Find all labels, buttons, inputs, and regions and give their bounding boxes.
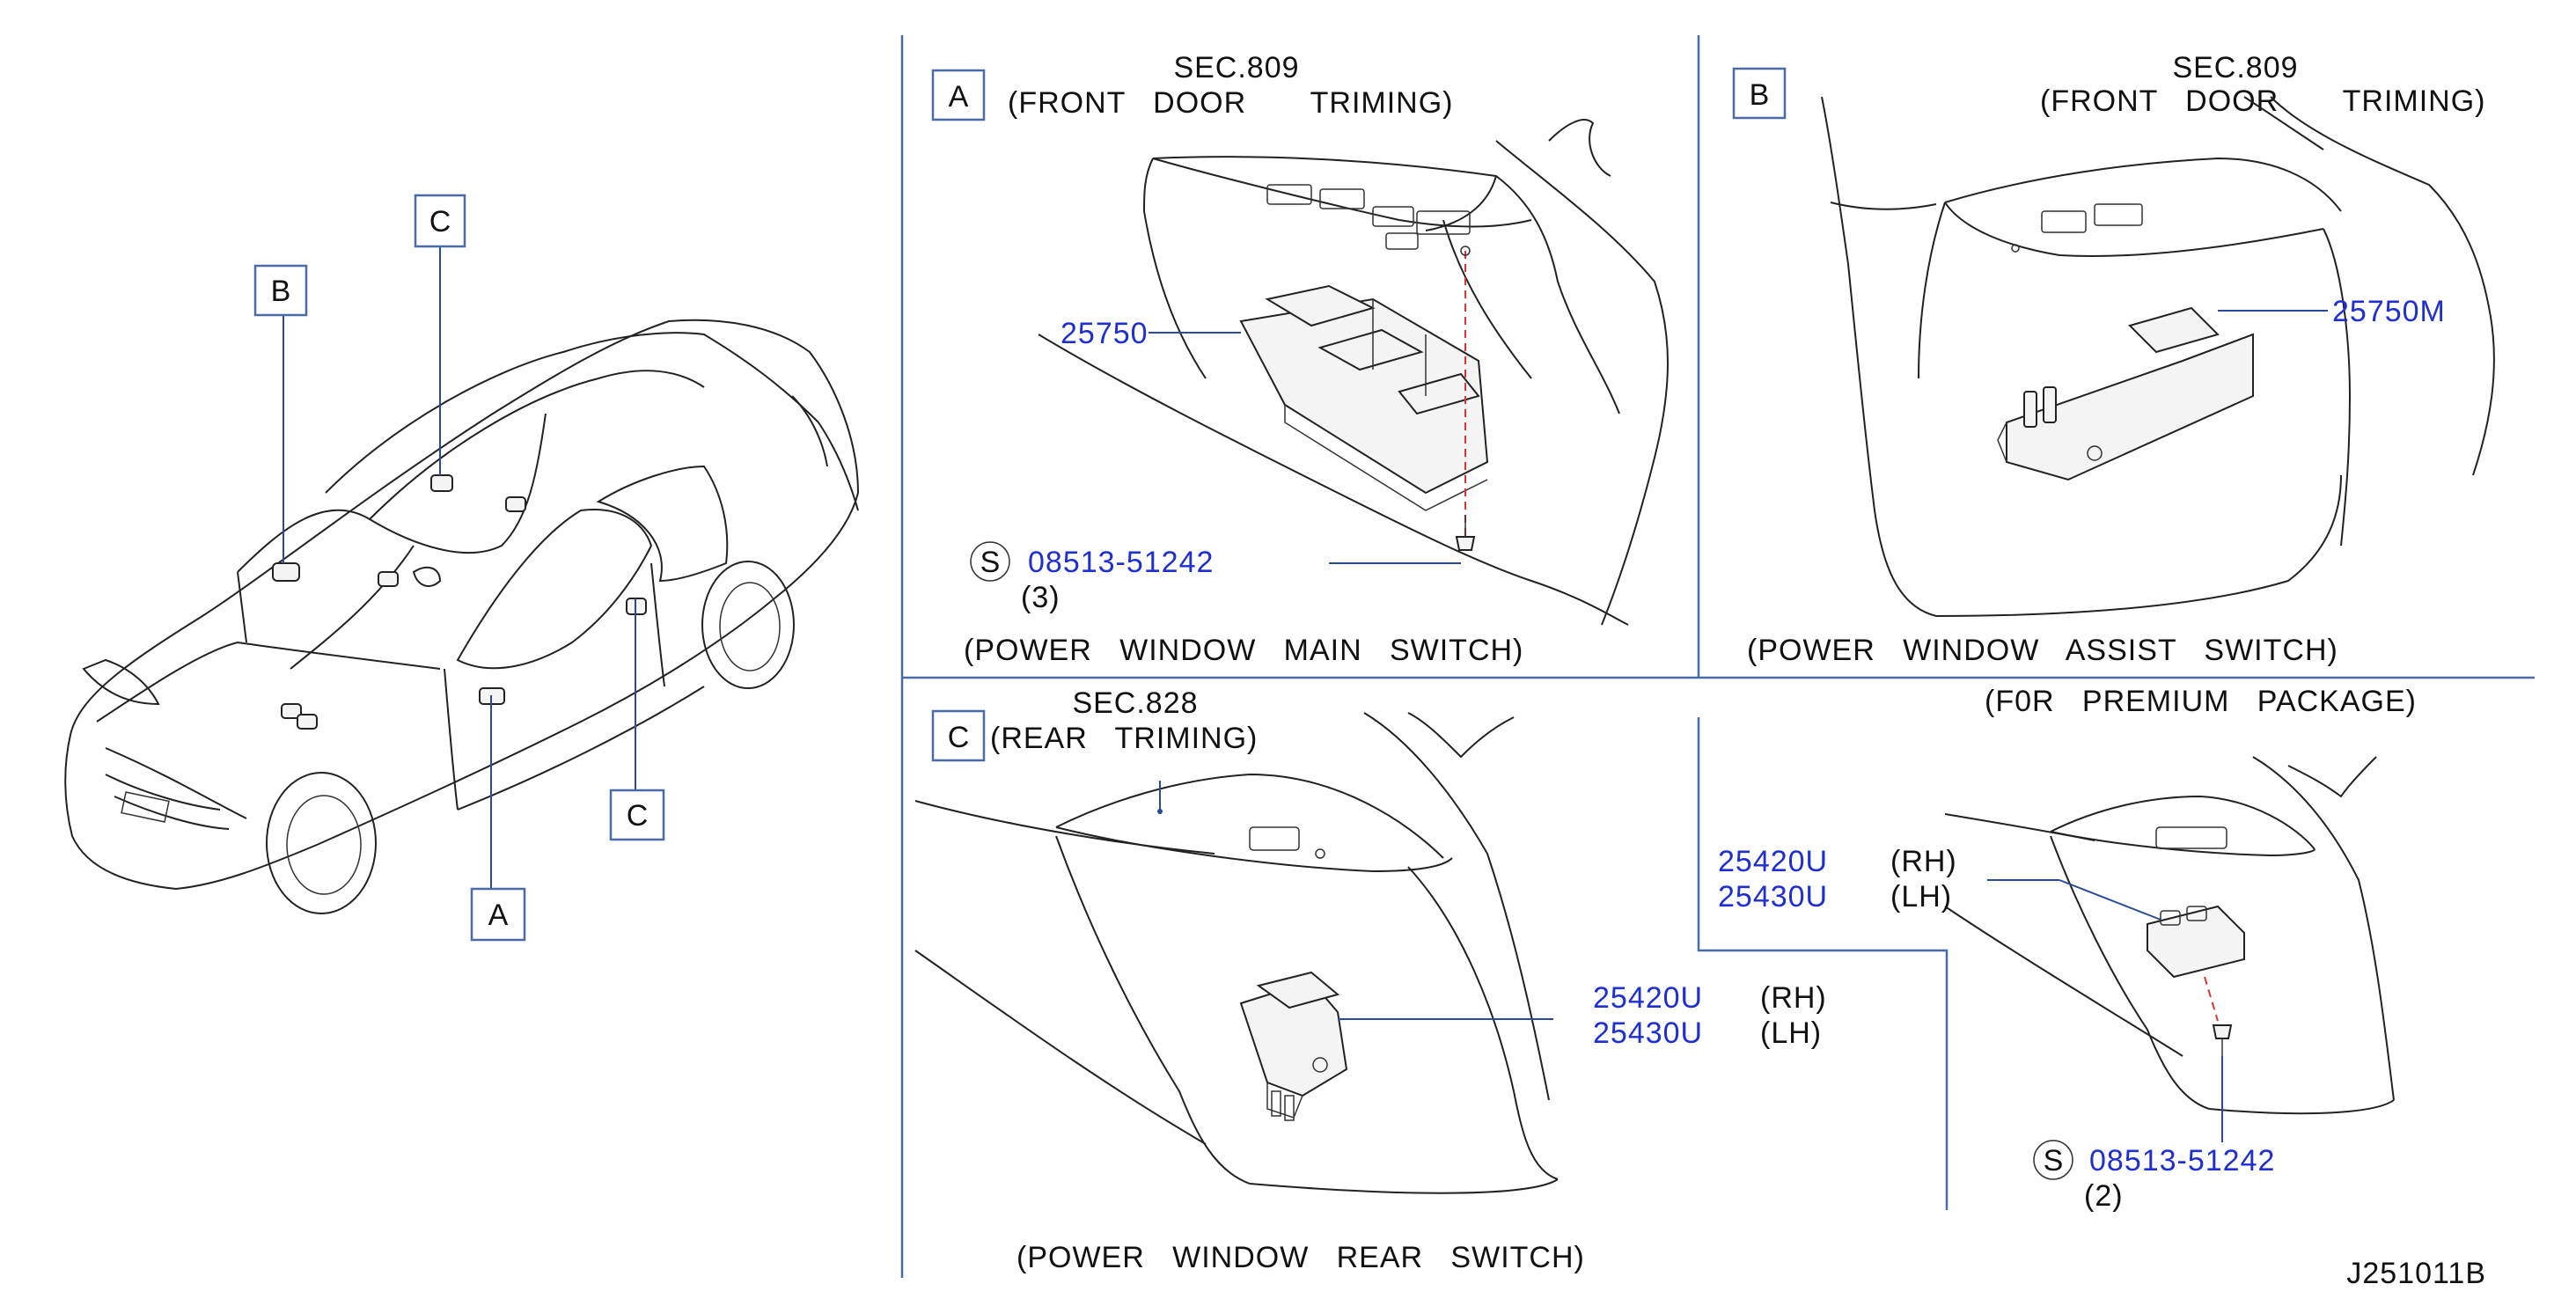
panel-c-part-lh: 25430U (1593, 1016, 1703, 1050)
panel-b-tag: B (1750, 78, 1770, 112)
panel-c-part-rh: 25420U (1593, 981, 1703, 1015)
callout-c-bottom: C (627, 799, 649, 833)
panel-d-rh: (RH) (1890, 845, 1957, 878)
panel-c-trim: (REAR TRIMING) (990, 722, 1258, 755)
callout-c-top: C (429, 205, 451, 238)
panel-c-rh: (RH) (1760, 981, 1827, 1015)
diagram-code: J251011B (2346, 1257, 2486, 1290)
switch-location-c-top (430, 474, 453, 492)
panel-a: A SEC.809 (FRONT DOOR TRIMING) (931, 51, 1669, 667)
panel-b-sec: SEC.809 (2172, 51, 2298, 84)
panel-c-lh: (LH) (1760, 1016, 1822, 1050)
panel-b-trim: (FRONT DOOR TRIMING) (2040, 84, 2486, 118)
panel-a-tag: A (949, 80, 969, 114)
panel-b-part: 25750M (2332, 295, 2446, 328)
panel-frame (900, 35, 2535, 1278)
panel-b-caption: (POWER WINDOW ASSIST SWITCH) (1747, 634, 2338, 667)
main-switch-25750 (1239, 284, 1489, 511)
panel-d: (F0R PREMIUM PACKAGE) 25420U 25430U (RH)… (1718, 685, 2417, 1213)
switch-location-b (272, 562, 300, 582)
panel-d-heading: (F0R PREMIUM PACKAGE) (1985, 685, 2417, 718)
panel-d-part-lh: 25430U (1718, 880, 1828, 913)
panel-a-screw-symbol: S (980, 546, 1001, 579)
panel-d-screw-part: 08513-51242 (2089, 1144, 2275, 1178)
rear-switch (1239, 971, 1348, 1121)
panel-d-screw-qty: (2) (2084, 1179, 2124, 1213)
panel-c-caption: (POWER WINDOW REAR SWITCH) (1016, 1241, 1585, 1274)
panel-c-sec: SEC.828 (1072, 686, 1198, 720)
panel-a-sec: SEC.809 (1173, 51, 1299, 84)
panel-a-caption: (POWER WINDOW MAIN SWITCH) (964, 634, 1523, 667)
panel-a-screw-part: 08513-51242 (1028, 546, 1214, 579)
panel-b: B SEC.809 (FRONT DOOR TRIMING) 25750M (P… (1732, 51, 2495, 667)
callout-a: A (488, 899, 509, 932)
panel-a-trim: (FRONT DOOR TRIMING) (1008, 86, 1454, 120)
panel-d-part-rh: 25420U (1718, 845, 1828, 878)
panel-c-tag: C (948, 721, 970, 754)
panel-d-lh: (LH) (1890, 880, 1952, 913)
assist-switch-25750M (1997, 306, 2254, 481)
callout-b: B (271, 275, 291, 308)
panel-a-screw-qty: (3) (1021, 581, 1060, 614)
car-illustration: B C A C (64, 194, 860, 942)
panel-d-screw-symbol: S (2044, 1144, 2064, 1178)
premium-rear-switch (2147, 905, 2245, 979)
panel-a-part: 25750 (1060, 317, 1149, 350)
panel-c: C SEC.828 (REAR TRIMING) 25420U 25430U (… (914, 686, 1827, 1274)
